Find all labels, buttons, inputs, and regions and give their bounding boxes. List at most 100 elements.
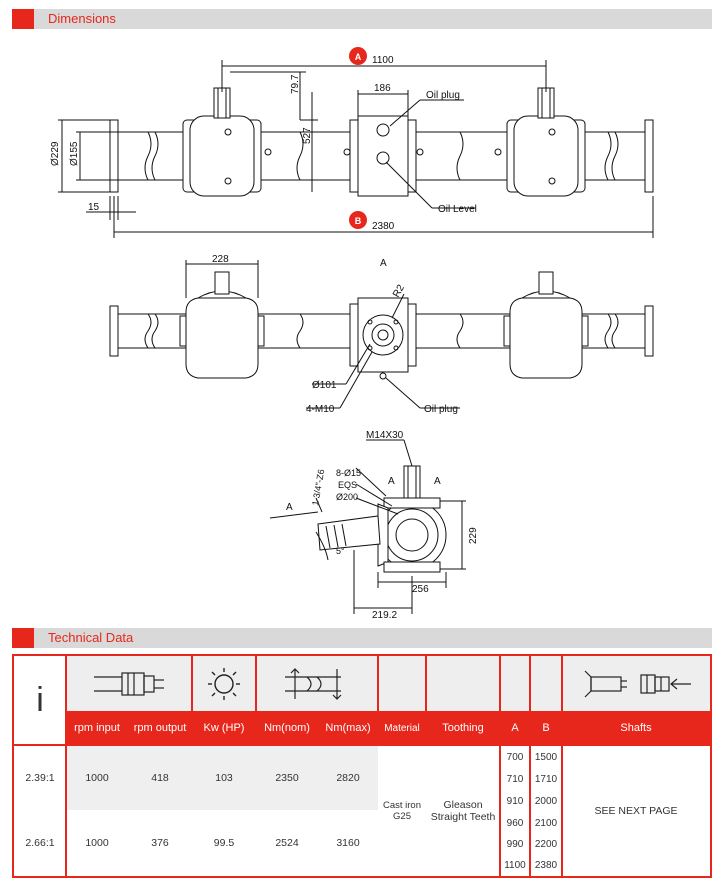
grid-line	[561, 656, 563, 876]
grid-line	[255, 656, 257, 744]
a-value: 910	[506, 795, 524, 807]
grid-line	[529, 656, 531, 876]
row2-nm-nom: 2524	[275, 837, 299, 849]
r2-label: R2	[391, 283, 407, 300]
header-material: Material	[378, 712, 426, 744]
grid-line	[191, 656, 193, 744]
torque-shaft-icon	[256, 656, 378, 712]
marker-b-label: B	[355, 216, 362, 226]
view-a-label: A	[380, 258, 387, 269]
thread-label: 1 3/4"-Z6	[310, 468, 326, 506]
m10-label: 4-M10	[306, 404, 335, 415]
header-toothing: Toothing	[426, 712, 500, 744]
a-icon-cell	[500, 656, 530, 712]
dimensions-title: Dimensions	[48, 11, 116, 26]
marker-b-icon	[349, 211, 367, 229]
dim-797: 79.7	[290, 74, 301, 94]
dim-229b: 229	[468, 527, 479, 544]
gearbox-side-icon	[66, 656, 192, 712]
side-a-left: A	[388, 476, 395, 487]
eqs-label: EQS	[338, 480, 357, 490]
technical-table: i rp	[12, 654, 712, 878]
header-nm-max: Nm(max)	[318, 712, 378, 744]
material-line1: Cast iron	[382, 800, 421, 811]
dim-229: Ø229	[50, 141, 61, 166]
front-view	[109, 260, 654, 409]
a-value: 990	[506, 839, 524, 850]
b-value: 2100	[534, 817, 558, 829]
material-icon-cell	[378, 656, 426, 712]
dim-a-value: 1100	[372, 55, 394, 66]
technical-data-title: Technical Data	[48, 630, 134, 645]
shafts-note: SEE NEXT PAGE	[594, 805, 678, 817]
sun-icon	[192, 656, 256, 712]
material-line2: G25	[393, 811, 411, 822]
row2-rpm-input: 1000	[85, 837, 109, 849]
technical-data-header: Technical Data	[12, 628, 712, 648]
dim-256: 256	[412, 584, 429, 595]
dim-b-value: 2380	[372, 221, 395, 232]
a-value: 1100	[504, 860, 526, 871]
header-kw-hp: Kw (HP)	[192, 712, 256, 744]
row1-rpm-input: 1000	[85, 772, 109, 784]
dim-155: Ø155	[69, 141, 80, 166]
material-cell: Cast iron G25	[378, 746, 426, 876]
toothing-line2: Straight Teeth	[430, 811, 496, 823]
row2-rpm-output: 376	[151, 837, 169, 849]
marker-a-label: A	[355, 52, 362, 62]
side-view	[269, 439, 466, 614]
row1-nm-nom: 2350	[275, 772, 299, 784]
dim-101: Ø101	[312, 380, 337, 391]
b-value: 1710	[534, 773, 558, 785]
grid-line	[425, 656, 427, 744]
shafts-icon	[562, 656, 710, 712]
oil-level-label: Oil Level	[438, 204, 477, 215]
holes-label: 8-Ø15	[336, 468, 361, 478]
dim-228: 228	[212, 254, 229, 265]
grid-line	[499, 656, 501, 876]
row1-band	[66, 746, 378, 810]
dim-527: 527	[302, 127, 313, 144]
toothing-icon-cell	[426, 656, 500, 712]
toothing-cell: Gleason Straight Teeth	[426, 746, 500, 876]
section-marker	[12, 628, 34, 648]
header-b: B	[530, 712, 562, 744]
b-icon-cell	[530, 656, 562, 712]
a-value: 700	[506, 751, 524, 763]
a-value: 960	[506, 817, 524, 829]
section-a-label: A	[286, 502, 293, 513]
dimensions-header: Dimensions	[12, 9, 712, 29]
toothing-line1: Gleason	[443, 799, 483, 811]
header-rpm-output: rpm output	[128, 712, 192, 744]
a-value: 710	[506, 773, 524, 785]
grid-line	[65, 656, 67, 876]
row1-ratio: 2.39:1	[25, 772, 55, 784]
header-shafts: Shafts	[562, 712, 710, 744]
dim-2192: 219.2	[372, 610, 397, 621]
side-a-right: A	[434, 476, 441, 487]
b-value: 2380	[534, 860, 558, 871]
header-nm-nom: Nm(nom)	[256, 712, 318, 744]
row2-nm-max: 3160	[336, 837, 360, 849]
dim-186: 186	[374, 83, 391, 94]
dim-15: 15	[88, 202, 100, 213]
deg5-label: 5°	[336, 546, 345, 556]
header-rpm-input: rpm input	[66, 712, 128, 744]
b-value: 2000	[534, 795, 558, 807]
top-view	[58, 60, 654, 238]
oil-plug-label-2: Oil plug	[424, 404, 458, 415]
m14-label: M14X30	[366, 430, 404, 441]
ratio-header: i	[36, 680, 44, 719]
grid-line	[127, 712, 129, 744]
grid-line	[14, 744, 710, 746]
row2-ratio: 2.66:1	[25, 837, 55, 849]
technical-drawing: A B 1100 2380 186 79.7 527 Ø229 Ø155 15 …	[0, 36, 724, 622]
b-value: 1500	[534, 751, 558, 763]
marker-a-icon	[349, 47, 367, 65]
d200-label: Ø200	[336, 492, 358, 502]
header-a: A	[500, 712, 530, 744]
oil-plug-label: Oil plug	[426, 90, 460, 101]
row1-nm-max: 2820	[336, 772, 360, 784]
section-marker	[12, 9, 34, 29]
row1-kw: 103	[215, 772, 233, 784]
